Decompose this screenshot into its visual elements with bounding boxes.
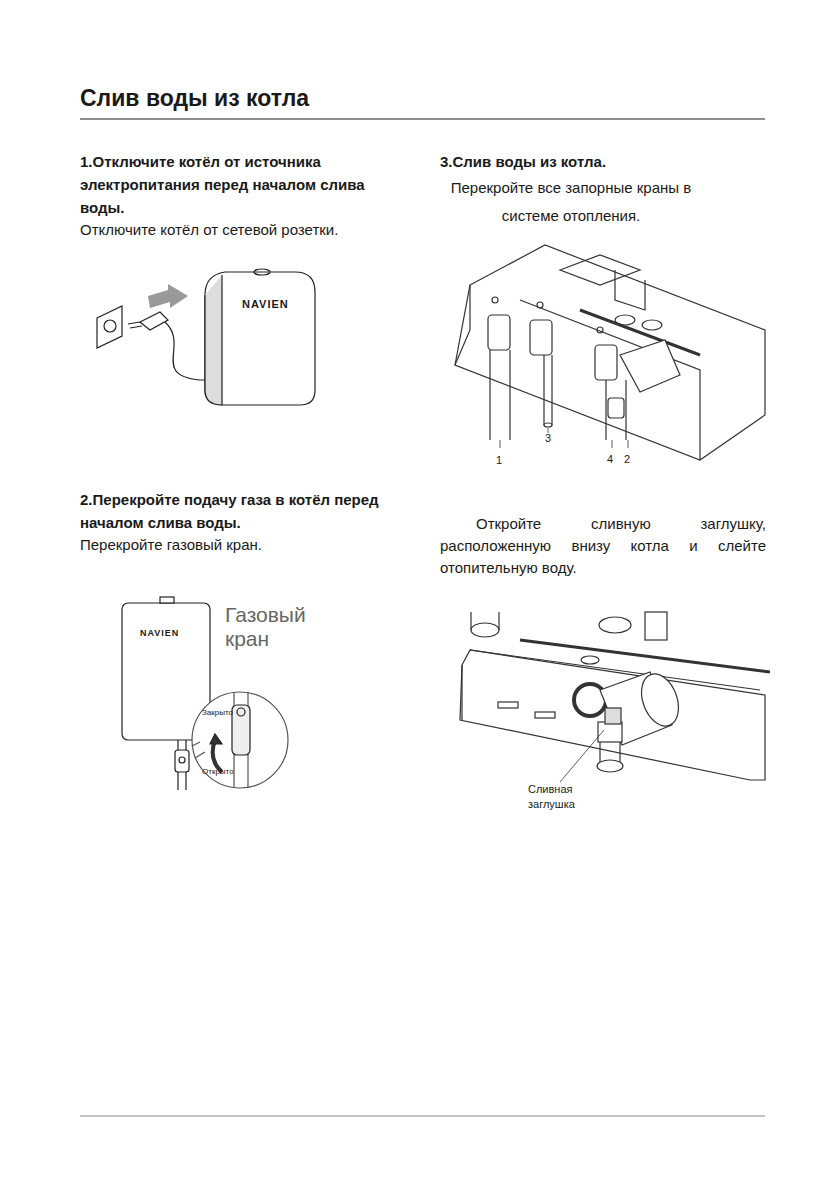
step-heading: 3.Слив воды из котла. [440, 150, 760, 173]
part-label: Сливная заглушка [528, 782, 608, 812]
step-heading: 1.Отключите котёл от источника электропи… [80, 150, 385, 219]
step-heading: 2.Перекройте подачу газа в котёл перед н… [80, 488, 380, 534]
brand-logo: NAVIEN [242, 296, 289, 312]
callout-number: 2 [624, 451, 630, 467]
step-text: Откройте сливную заглушку, расположенную… [440, 513, 766, 579]
callout-number: 4 [607, 451, 613, 467]
callout-number: 1 [496, 452, 502, 468]
valve-state: Открыто [202, 766, 234, 778]
drain-plug-illustration [460, 612, 770, 782]
boiler-bottom-illustration [455, 245, 765, 460]
page-title: Слив воды из котла [80, 83, 309, 113]
callout-number: 3 [545, 430, 551, 446]
brand-logo: NAVIEN [140, 627, 179, 640]
step-text: Перекройте газовый кран. [80, 534, 380, 556]
step-text: Перекройте все запорные краны в системе … [440, 174, 702, 230]
valve-state: Закрыто [202, 707, 233, 719]
step-text: Отключите котёл от сетевой розетки. [80, 219, 385, 241]
power-illustration [97, 269, 315, 405]
callout-label: Газовый кран [225, 603, 315, 651]
